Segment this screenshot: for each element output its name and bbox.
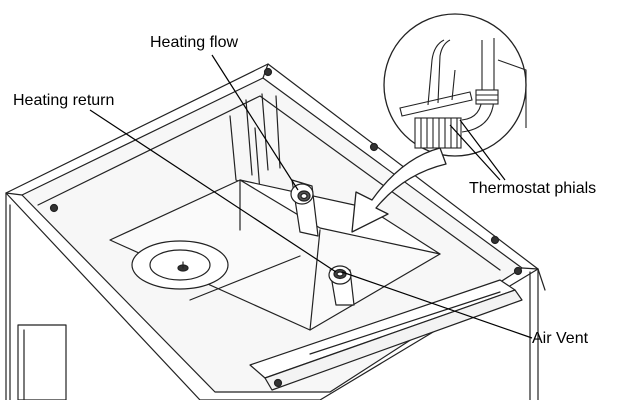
heating-flow-label: Heating flow (150, 34, 239, 51)
thermostat-phials-callout (383, 13, 527, 157)
cabinet-right-face (529, 268, 546, 400)
front-rail (249, 279, 523, 391)
cabinet-left-face (5, 192, 67, 400)
leader-air-vent (341, 271, 533, 339)
leader-heating-flow (211, 54, 299, 191)
fixing-screws (49, 67, 523, 388)
burner-chamber (109, 179, 441, 331)
heating-flow-pipe (290, 179, 319, 237)
leader-lines (89, 54, 533, 339)
back-pipe-channel (229, 93, 281, 193)
heating-return-label: Heating return (13, 92, 115, 109)
callout-arrow (351, 147, 447, 233)
leader-heating-return (89, 109, 337, 273)
leader-phials-2 (459, 119, 506, 181)
leader-phials-1 (449, 124, 501, 181)
burner-disc (131, 240, 229, 290)
thermostat-phials-label: Thermostat phials (469, 180, 597, 197)
air-vent-label: Air Vent (532, 330, 589, 347)
phials-block (414, 117, 462, 149)
